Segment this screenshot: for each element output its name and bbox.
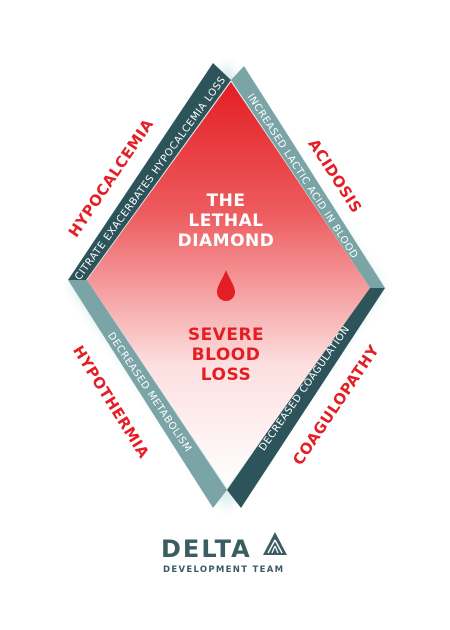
blood-drop-icon (217, 270, 235, 301)
center-title-line-1: THE (207, 191, 246, 211)
center-title-line-3: DIAMOND (178, 231, 275, 251)
center-subtitle-line-2: BLOOD (192, 345, 261, 365)
bar-top-left (68, 63, 231, 280)
delta-triangle-icon (263, 532, 287, 555)
bar-bottom-left (68, 280, 227, 508)
logo-name: DELTA (161, 535, 252, 563)
center-subtitle: SEVERE BLOOD LOSS (188, 325, 264, 385)
center-title: THE LETHAL DIAMOND (178, 191, 275, 251)
delta-logo: DELTA DEVELOPMENT TEAM (161, 532, 287, 575)
center-subtitle-line-1: SEVERE (188, 325, 264, 345)
logo-tagline: DEVELOPMENT TEAM (163, 565, 284, 575)
center-subtitle-line-3: LOSS (201, 365, 251, 385)
bar-bottom-right (227, 288, 385, 508)
bar-top-right (231, 66, 385, 288)
center-title-line-2: LETHAL (188, 211, 263, 231)
